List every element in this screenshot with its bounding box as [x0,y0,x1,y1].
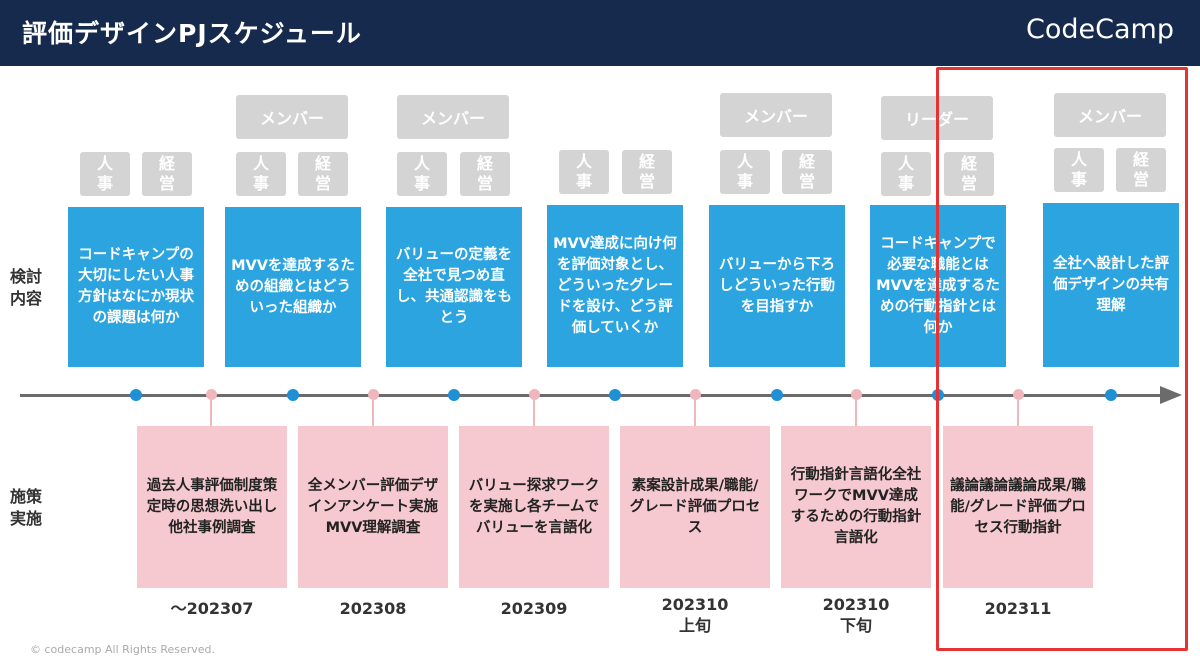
row-label-review-text: 検討 内容 [10,267,43,308]
date-label-5: 202310 下旬 [822,595,890,635]
action-box-2: 全メンバー評価デザインアンケート実施MVV理解調査 [298,426,448,588]
date-label-2: 202308 [339,599,407,618]
connector-action-3 [533,400,535,426]
timeline-line [20,394,1164,397]
timeline-dot-action-4 [690,389,701,400]
timeline-dot-review-5 [771,389,783,401]
tag-keiei-4: 経 営 [622,150,672,194]
tag-jinji-1: 人 事 [80,152,130,196]
date-label-4: 202310 上旬 [661,595,729,635]
timeline-dot-review-4 [609,389,621,401]
tag-jinji-3: 人 事 [397,152,447,196]
codecamp-logo: CodeCamp [1026,14,1174,45]
date-label-6: 202311 [984,599,1052,618]
review-box-4: MVV達成に向け何を評価対象とし、どういったグレードを設け、どう評価していくか [547,205,683,367]
action-box-5: 行動指針言語化全社ワークでMVV達成するための行動指針言語化 [781,426,931,588]
row-label-action: 施策 実施 [10,486,50,530]
header-bar: 評価デザインPJスケジュール CodeCamp [0,0,1200,66]
timeline-dot-review-7 [1105,389,1117,401]
row-label-action-text: 施策 実施 [10,487,43,528]
date-label-3: 202309 [500,599,568,618]
action-box-4: 素案設計成果/職能/グレード評価プロセス [620,426,770,588]
tag-keiei-1: 経 営 [142,152,192,196]
action-box-3: バリュー探求ワークを実施し各チームでバリューを言語化 [459,426,609,588]
timeline-dot-review-2 [287,389,299,401]
timeline-dot-review-3 [448,389,460,401]
timeline-dot-action-3 [529,389,540,400]
tag-jinji-2: 人 事 [236,152,286,196]
date-label-1: ～202307 [170,599,254,618]
page-title: 評価デザインPJスケジュール [22,19,362,48]
review-box-1: コードキャンプの大切にしたい人事方針はなにか現状の課題は何か [68,207,204,367]
tag-member-3: メンバー [397,95,509,139]
row-label-review: 検討 内容 [10,266,50,310]
action-box-6: 議論議論議論成果/職能/グレード評価プロセス行動指針 [943,426,1093,588]
highlight-frame [936,67,1188,651]
timeline-dot-action-2 [368,389,379,400]
tag-jinji-4: 人 事 [559,150,609,194]
connector-action-1 [210,400,212,426]
tag-keiei-3: 経 営 [460,152,510,196]
review-box-2: MVVを達成するための組織とはどういった組織か [225,207,361,367]
connector-action-6 [1017,400,1019,426]
timeline-dot-action-1 [206,389,217,400]
tag-member-7: メンバー [1054,93,1166,137]
review-box-5: バリューから下ろしどういった行動を目指すか [709,205,845,367]
timeline-dot-action-6 [1013,389,1024,400]
timeline-dot-review-1 [130,389,142,401]
connector-action-5 [855,400,857,426]
copyright-footer: © codecamp All Rights Reserved. [30,643,216,656]
tag-keiei-7: 経 営 [1116,148,1166,192]
review-box-7: 全社へ設計した評価デザインの共有理解 [1043,203,1179,367]
tag-jinji-5: 人 事 [720,150,770,194]
connector-action-4 [694,400,696,426]
tag-keiei-5: 経 営 [782,150,832,194]
action-box-1: 過去人事評価制度策定時の思想洗い出し他社事例調査 [137,426,287,588]
tag-keiei-6: 経 営 [944,152,994,196]
tag-jinji-7: 人 事 [1054,148,1104,192]
tag-member-2: メンバー [236,95,348,139]
review-box-3: バリューの定義を全社で見つめ直し、共通認識をもとう [386,207,522,367]
timeline-dot-action-5 [851,389,862,400]
timeline-arrow-icon [1160,386,1182,404]
tag-member-5: メンバー [720,93,832,137]
tag-jinji-6: 人 事 [881,152,931,196]
connector-action-2 [372,400,374,426]
tag-keiei-2: 経 営 [298,152,348,196]
